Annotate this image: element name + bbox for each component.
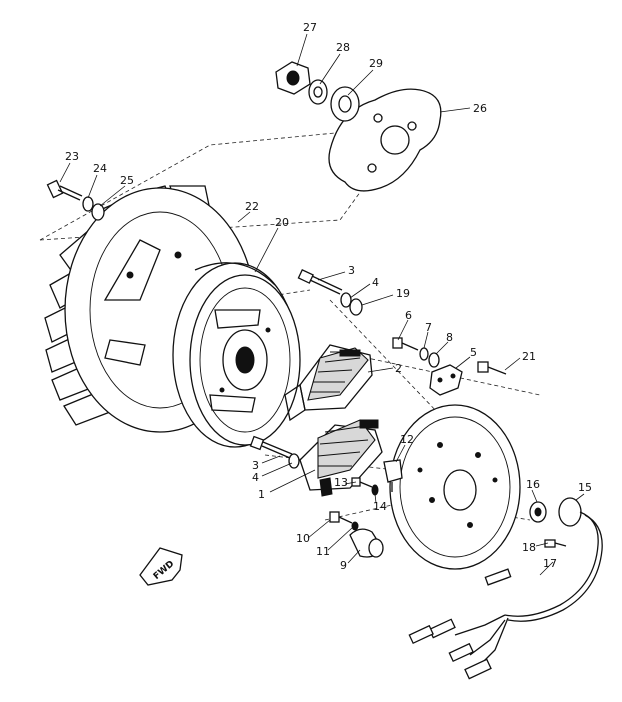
washer-14 bbox=[371, 484, 379, 496]
washer-8 bbox=[428, 352, 440, 368]
callout-3-lower: 3 bbox=[252, 459, 259, 472]
screw-3-upper bbox=[297, 268, 343, 295]
fwd-arrow-icon: FWD bbox=[139, 547, 183, 586]
condenser-12 bbox=[383, 459, 403, 492]
coil-assembly-1 bbox=[299, 419, 383, 497]
spacer-29 bbox=[330, 86, 360, 122]
wire-harness-15 bbox=[454, 497, 603, 666]
callout-18: 18 bbox=[522, 541, 536, 554]
callout-4-upper: 4 bbox=[372, 276, 379, 289]
contact-breaker-5 bbox=[429, 364, 463, 396]
callout-13: 13 bbox=[334, 476, 348, 489]
washer-19 bbox=[349, 298, 363, 316]
coil-assembly-2 bbox=[284, 344, 373, 422]
callout-17: 17 bbox=[543, 557, 557, 570]
callout-8: 8 bbox=[446, 331, 453, 344]
backing-plate bbox=[328, 88, 442, 192]
callout-28: 28 bbox=[336, 41, 350, 54]
callout-1: 1 bbox=[258, 488, 265, 501]
screw-6 bbox=[392, 337, 419, 351]
callout-19: 19 bbox=[396, 287, 410, 300]
connectors-17 bbox=[408, 568, 512, 680]
leader-lines bbox=[59, 33, 585, 576]
callout-2: 2 bbox=[395, 362, 402, 375]
callout-14: 14 bbox=[373, 500, 387, 513]
callout-16: 16 bbox=[526, 478, 540, 491]
callout-11: 11 bbox=[316, 545, 330, 558]
callout-6: 6 bbox=[405, 309, 412, 322]
nut-27 bbox=[275, 61, 311, 95]
washer-24 bbox=[82, 196, 94, 212]
screw-10 bbox=[329, 511, 353, 524]
callout-29: 29 bbox=[369, 57, 383, 70]
washer-28 bbox=[308, 79, 328, 105]
callout-7: 7 bbox=[425, 321, 432, 334]
washer-25 bbox=[91, 203, 105, 221]
washer-4-lower bbox=[288, 453, 300, 469]
callout-24: 24 bbox=[93, 162, 107, 175]
washer-11 bbox=[351, 521, 359, 531]
callout-3-upper: 3 bbox=[348, 264, 355, 277]
screw-3-lower bbox=[249, 435, 293, 459]
callout-22: 22 bbox=[245, 200, 259, 213]
callout-25: 25 bbox=[120, 174, 134, 187]
screw-21 bbox=[477, 361, 507, 375]
callout-12: 12 bbox=[400, 433, 414, 446]
callout-4-lower: 4 bbox=[252, 471, 259, 484]
callout-20: 20 bbox=[275, 216, 289, 229]
grommet-16 bbox=[529, 501, 547, 523]
stator-plate bbox=[389, 404, 521, 570]
callout-10: 10 bbox=[296, 532, 310, 545]
callout-labels: 27 28 29 26 23 24 25 22 20 3 4 19 6 7 8 … bbox=[65, 21, 592, 572]
cooling-fan bbox=[44, 185, 256, 433]
washer-7 bbox=[419, 347, 429, 361]
condenser-9 bbox=[349, 528, 384, 558]
callout-23: 23 bbox=[65, 150, 79, 163]
flywheel-rotor bbox=[172, 262, 301, 448]
callout-26: 26 bbox=[473, 102, 487, 115]
callout-21: 21 bbox=[522, 350, 536, 363]
callout-27: 27 bbox=[303, 21, 317, 34]
clamp-18 bbox=[544, 539, 567, 548]
washer-4-upper bbox=[340, 292, 352, 308]
callout-9: 9 bbox=[340, 559, 347, 572]
callout-15: 15 bbox=[578, 481, 592, 494]
bolt-23 bbox=[46, 179, 83, 201]
callout-5: 5 bbox=[470, 346, 477, 359]
